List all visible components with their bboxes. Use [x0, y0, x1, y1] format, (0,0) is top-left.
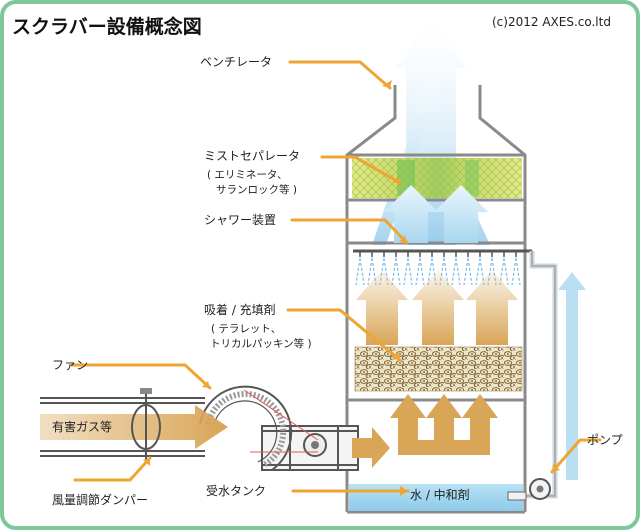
label-mist-separator-note2: サランロック等 ): [216, 183, 297, 196]
label-pump: ポンプ: [587, 433, 623, 447]
inlet-gas-arrow: [352, 427, 390, 468]
label-adsorbent: 吸着 / 充填剤: [204, 302, 276, 317]
gas-distribution-arrows: [390, 394, 498, 455]
leader-arrowheads: [143, 80, 560, 496]
copyright-note: (c)2012 AXES.co.ltd: [492, 15, 611, 29]
leader-lines: [70, 60, 602, 493]
water-tank: [349, 484, 523, 511]
label-mist-separator-note1: ( エリミネータ、: [207, 169, 288, 181]
fan-motor: [303, 433, 327, 457]
label-fan: ファン: [52, 358, 88, 372]
label-damper: 風量調節ダンパー: [52, 492, 148, 507]
pump: [507, 478, 551, 501]
label-adsorbent-note1: ( テラレット、: [211, 323, 281, 335]
inlet-pipe: [40, 397, 205, 457]
diagram-title: スクラバー設備概念図: [12, 15, 202, 38]
packing-bed: [355, 347, 522, 391]
gas-rising-arrows: [356, 270, 518, 345]
scrubber-tower: [345, 85, 527, 514]
fan-housing: [199, 385, 319, 471]
label-shower: シャワー装置: [204, 213, 276, 227]
damper: [131, 388, 161, 462]
label-mist-separator: ミストセパレータ: [204, 149, 300, 163]
harmful-gas-arrow: [40, 405, 228, 449]
label-adsorbent-note2: トリカルパッキン等 ): [210, 337, 312, 350]
water-label: 水 / 中和剤: [410, 487, 470, 502]
label-harmful-gas: 有害ガス等: [52, 419, 112, 434]
treated-air-arrows: [384, 185, 488, 243]
label-ventilator: ベンチレータ: [200, 55, 272, 69]
label-tank: 受水タンク: [206, 484, 266, 498]
